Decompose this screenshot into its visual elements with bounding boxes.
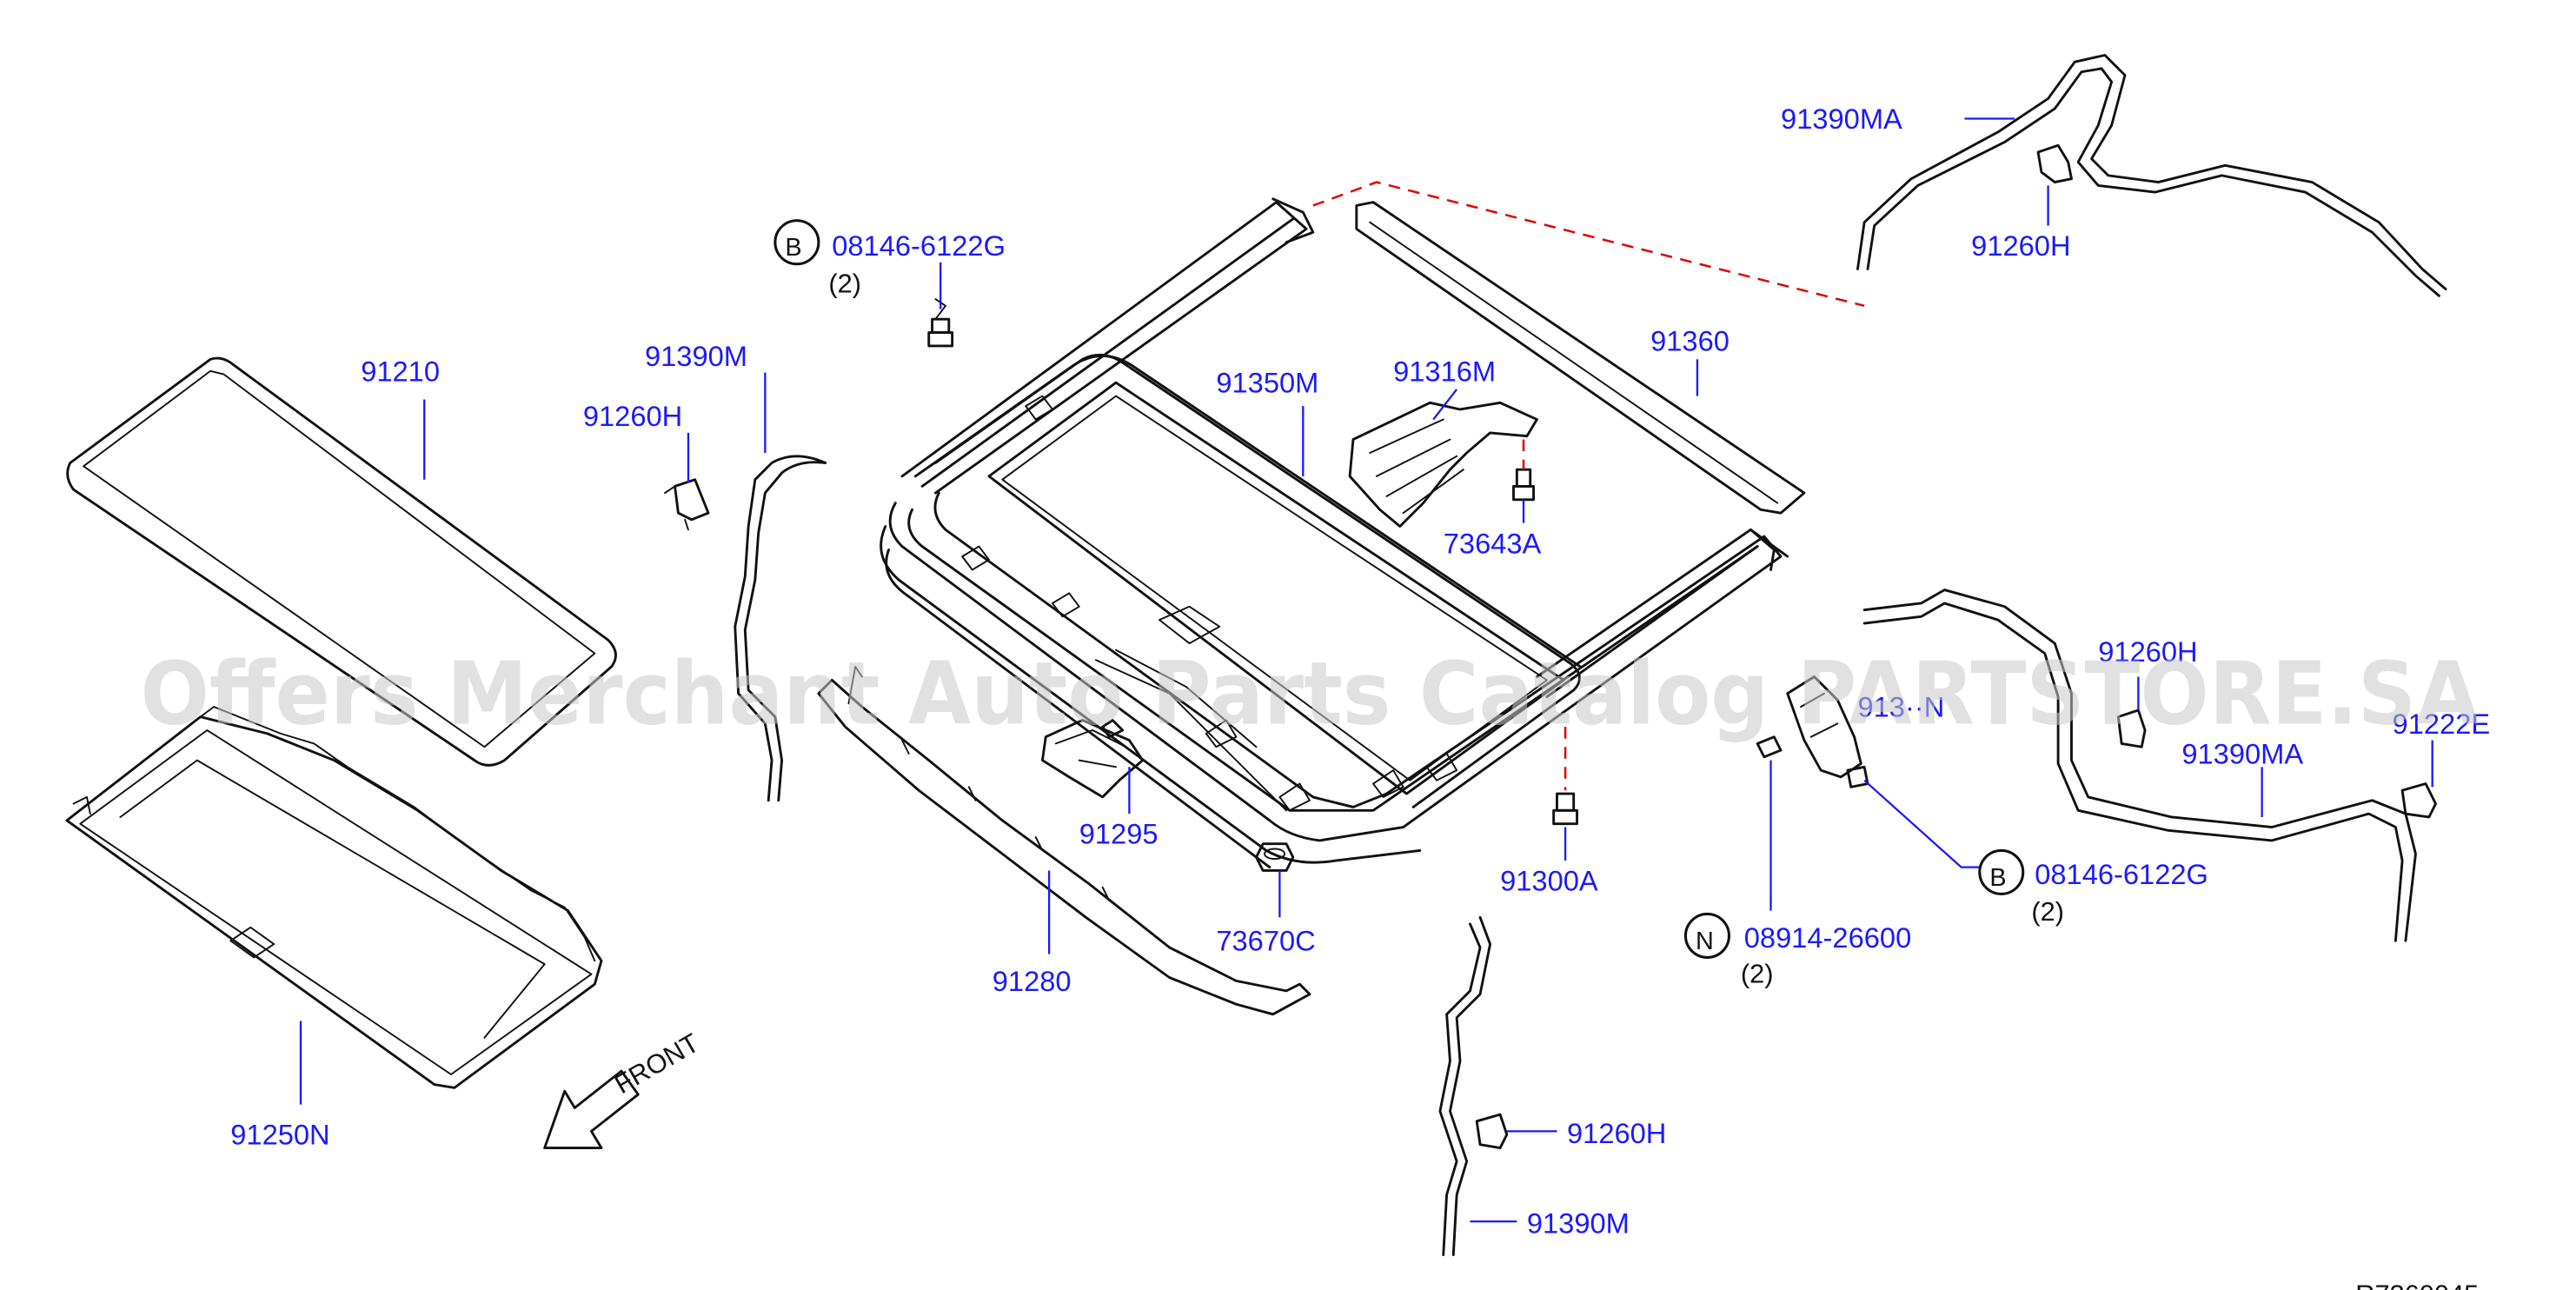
drain-hose-bottom-91390M[interactable] bbox=[1438, 915, 1492, 1257]
symbol-b-right-icon bbox=[1978, 848, 2025, 895]
clip-91260H-top[interactable] bbox=[2036, 143, 2073, 183]
label-91390M-top: 91390M bbox=[645, 340, 747, 372]
label-73670C: 73670C bbox=[1216, 925, 1315, 957]
front-arrow-icon: FRONT bbox=[543, 1027, 704, 1150]
label-91260H-bottom: 91260H bbox=[1567, 1117, 1666, 1149]
label-08146-top: 08146-6122G bbox=[832, 229, 1006, 262]
label-913N: 913··N bbox=[1857, 691, 1944, 723]
qty-08146-top: (2) bbox=[828, 268, 861, 298]
label-91210: 91210 bbox=[361, 355, 440, 387]
front-label: FRONT bbox=[609, 1027, 704, 1100]
label-91390MA-top: 91390MA bbox=[1781, 103, 1902, 135]
clip-08914[interactable] bbox=[1756, 735, 1783, 759]
qty-08914: (2) bbox=[1741, 958, 1774, 988]
bracket-913N[interactable] bbox=[1786, 675, 1862, 779]
part-labels: 91210 91250N 91390M 91260H B 08146-6122G… bbox=[230, 103, 2490, 1290]
wind-deflector-91360[interactable] bbox=[1355, 201, 1806, 515]
label-91360: 91360 bbox=[1650, 325, 1730, 357]
sunshade-91250N[interactable] bbox=[65, 706, 603, 1089]
symbol-n-icon bbox=[1683, 912, 1730, 959]
hose-connection-line bbox=[1312, 181, 1865, 308]
leader-lines bbox=[299, 117, 2433, 1223]
label-73643A: 73643A bbox=[1444, 527, 1542, 559]
drain-hose-top-91390MA[interactable] bbox=[1856, 54, 2447, 297]
label-91390MA-right: 91390MA bbox=[2181, 737, 2303, 769]
label-91260H-right: 91260H bbox=[2098, 635, 2197, 668]
nut-73670C[interactable] bbox=[1255, 842, 1295, 872]
label-08914: 08914-26600 bbox=[1744, 921, 1912, 954]
label-91280: 91280 bbox=[993, 965, 1072, 997]
screw-73643A[interactable] bbox=[1512, 439, 1536, 502]
clip-91260H-right[interactable] bbox=[2116, 708, 2147, 748]
label-91260H-top: 91260H bbox=[1971, 229, 2070, 262]
label-91390M-bottom: 91390M bbox=[1527, 1207, 1630, 1240]
label-91250N: 91250N bbox=[230, 1119, 329, 1151]
symbol-n: N bbox=[1696, 928, 1714, 955]
symbol-b-right: B bbox=[1989, 864, 2006, 892]
watermark: Offers Merchant Auto Parts Catalog PARTS… bbox=[140, 642, 2479, 744]
sunroof-glass-91210[interactable] bbox=[66, 356, 617, 767]
symbol-b-icon bbox=[773, 219, 820, 266]
bracket-91316M[interactable] bbox=[1348, 401, 1538, 528]
label-08146-right: 08146-6122G bbox=[2035, 858, 2208, 890]
label-91260H-left: 91260H bbox=[583, 400, 682, 432]
bolt-08146-right[interactable] bbox=[1846, 765, 1869, 788]
clip-91222E[interactable] bbox=[2400, 782, 2437, 819]
clip-91260H-bottom[interactable] bbox=[1475, 1113, 1509, 1150]
label-91222E: 91222E bbox=[2393, 708, 2491, 740]
drain-hose-right-91390MA[interactable] bbox=[1862, 588, 2417, 942]
sunroof-frame-91350M[interactable] bbox=[880, 197, 1789, 869]
drain-hose-left-91390M[interactable] bbox=[734, 455, 827, 802]
seal-91280[interactable] bbox=[817, 666, 1311, 1016]
label-91350M: 91350M bbox=[1216, 367, 1318, 399]
qty-08146-right: (2) bbox=[2031, 896, 2064, 927]
bolt-08146-top[interactable] bbox=[927, 298, 954, 348]
screw-91300A[interactable] bbox=[1552, 727, 1578, 826]
label-91295: 91295 bbox=[1079, 818, 1159, 850]
label-91316M: 91316M bbox=[1393, 355, 1496, 387]
drawing-number: R7360045 bbox=[2355, 1279, 2479, 1290]
symbol-b-top: B bbox=[785, 234, 801, 262]
label-91300A: 91300A bbox=[1500, 865, 1598, 897]
clip-91260H-left[interactable] bbox=[664, 478, 710, 531]
motor-91295[interactable] bbox=[1040, 719, 1145, 799]
